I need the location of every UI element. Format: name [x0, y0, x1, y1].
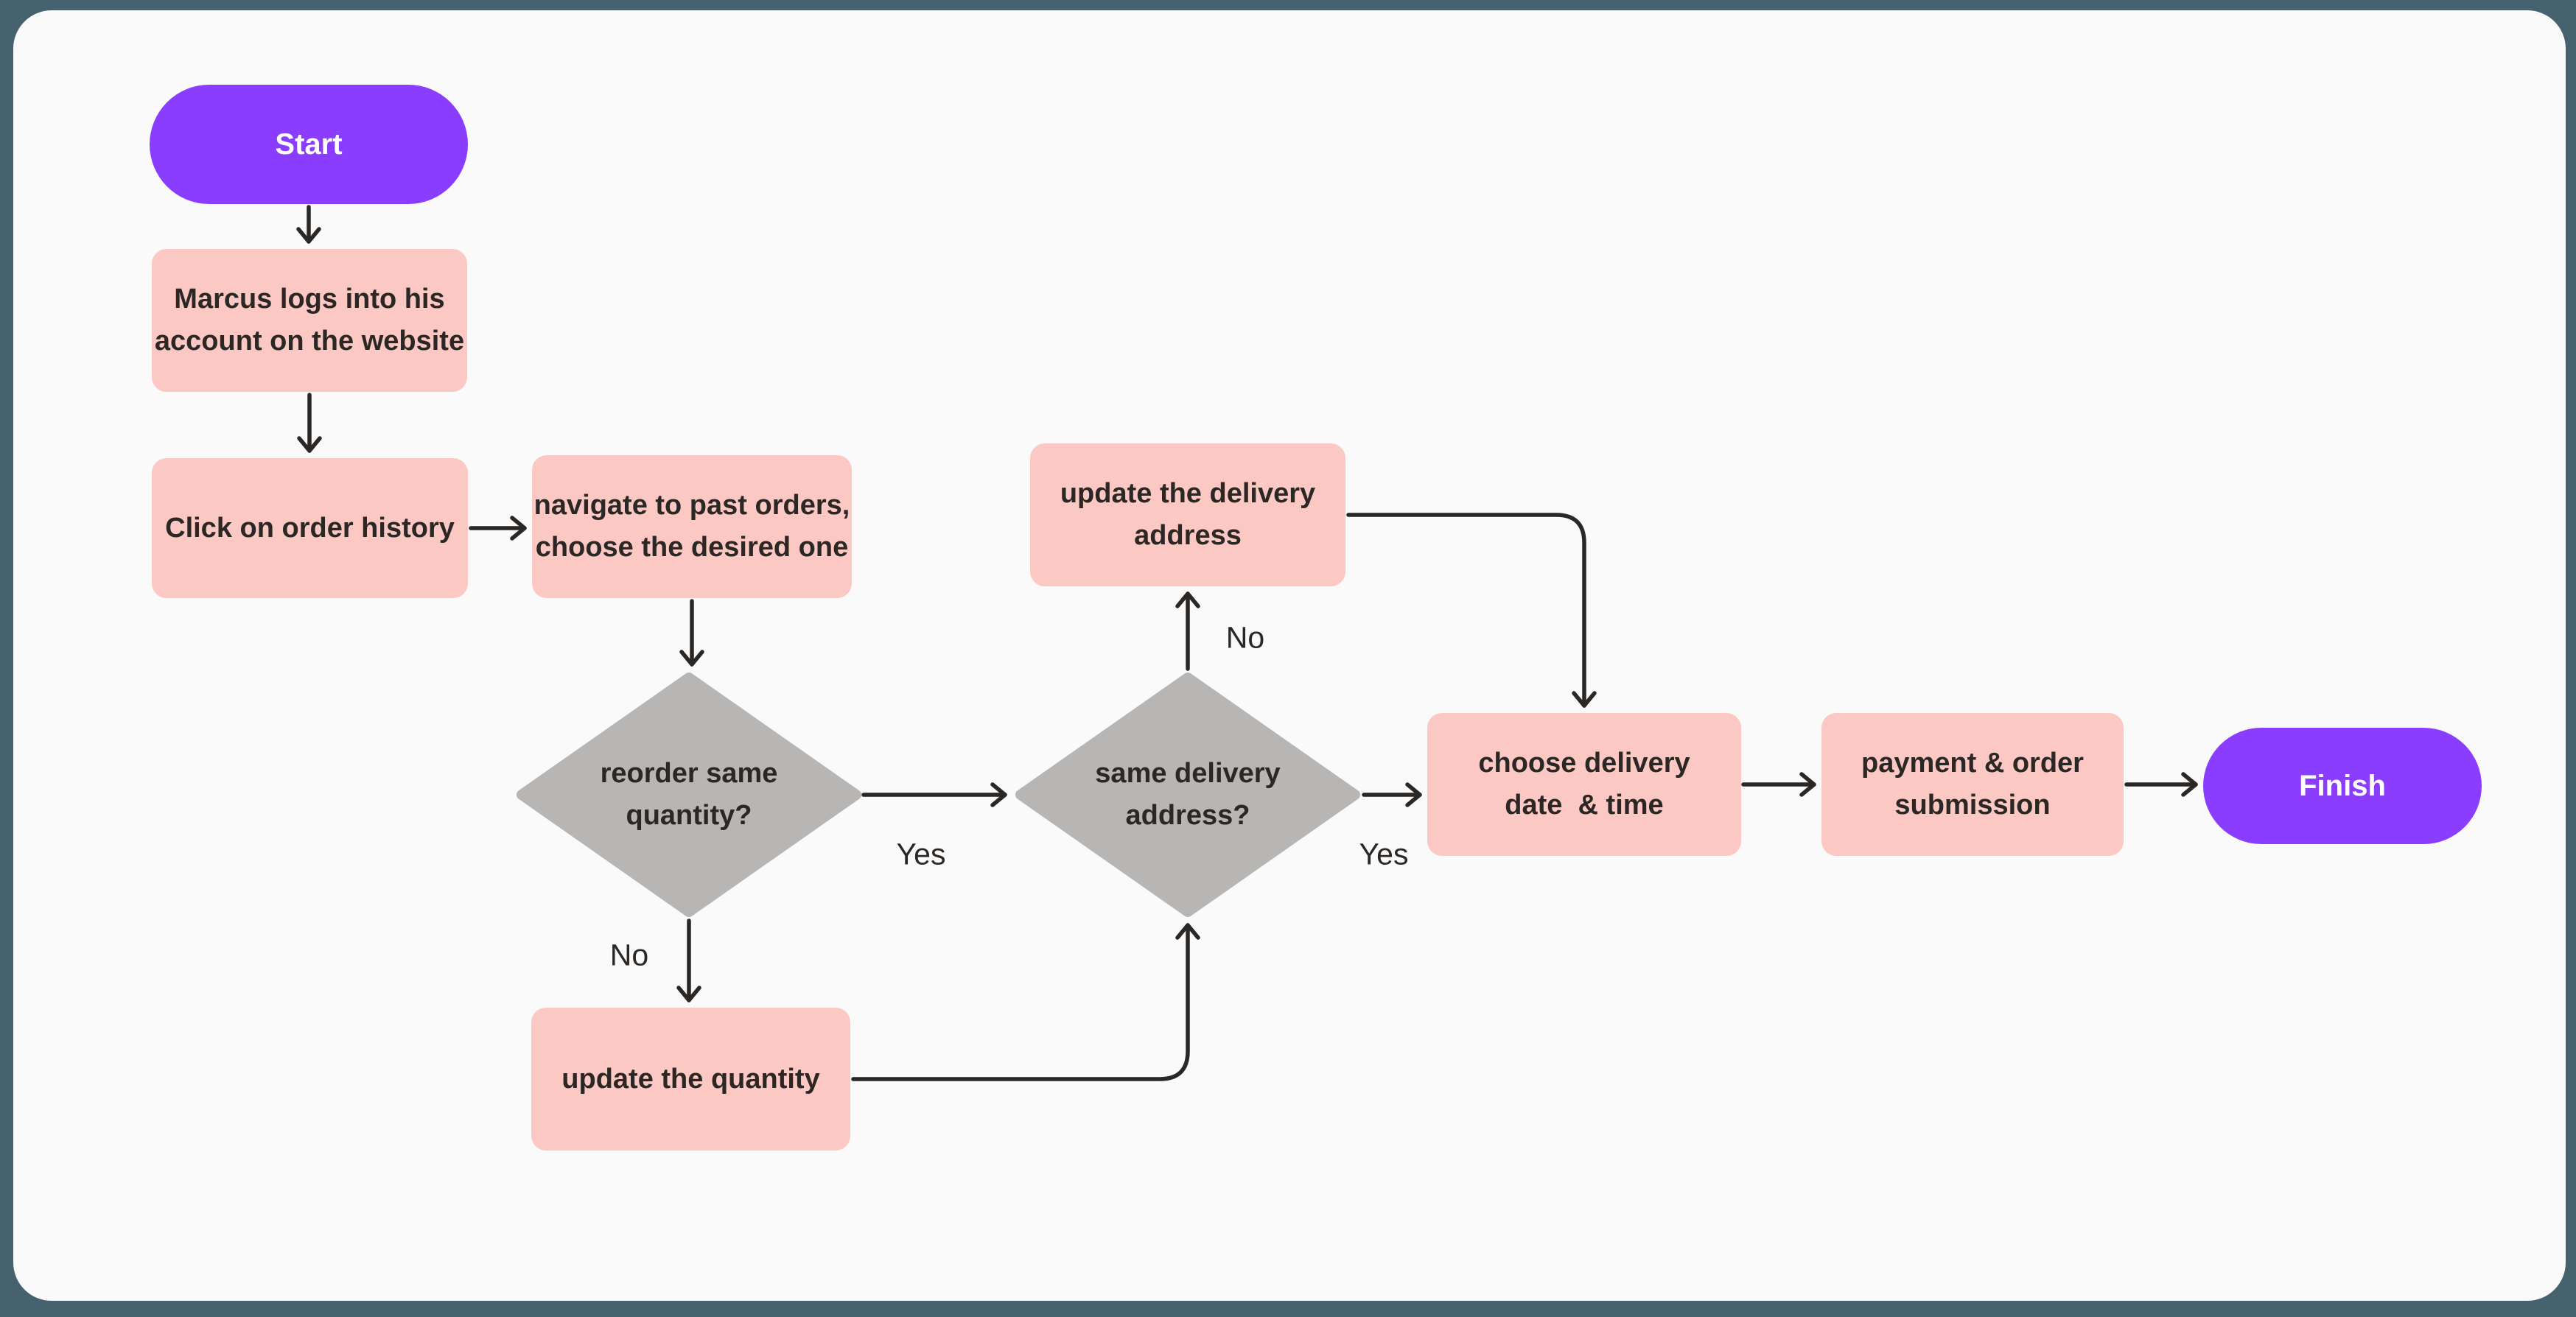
- node-payment[interactable]: payment & order submission: [1821, 713, 2124, 856]
- node-label: choose the desired one: [535, 532, 849, 563]
- node-label: Marcus logs into his: [174, 284, 445, 315]
- label-no-quantity[interactable]: No: [609, 938, 649, 972]
- label-yes-address[interactable]: Yes: [1359, 837, 1409, 871]
- label-yes-quantity[interactable]: Yes: [896, 837, 946, 871]
- node-start[interactable]: Start: [150, 85, 468, 204]
- decision-diamond-shape: [517, 672, 861, 917]
- node-label: address: [1134, 520, 1242, 551]
- node-finish[interactable]: Finish: [2203, 728, 2482, 844]
- node-label: account on the website: [154, 326, 465, 357]
- node-label: payment & order: [1861, 748, 2084, 779]
- node-label: Click on order history: [165, 512, 455, 544]
- node-same-address[interactable]: same delivery address?: [1015, 672, 1361, 918]
- node-label: navigate to past orders,: [533, 490, 850, 521]
- node-label: address?: [1125, 800, 1250, 831]
- node-past-orders[interactable]: navigate to past orders, choose the desir…: [532, 455, 852, 598]
- node-label: quantity?: [626, 800, 752, 831]
- node-label: same delivery: [1095, 758, 1281, 789]
- node-label: update the delivery: [1060, 478, 1316, 509]
- node-order-history[interactable]: Click on order history: [152, 458, 468, 598]
- node-label: date & time: [1505, 790, 1664, 821]
- node-label: submission: [1894, 790, 2051, 821]
- connector-layer: [296, 205, 2198, 1081]
- label-no-address[interactable]: No: [1225, 620, 1265, 655]
- decision-diamond-shape: [1015, 672, 1360, 917]
- node-label: reorder same: [600, 758, 778, 789]
- node-login[interactable]: Marcus logs into his account on the websi…: [152, 249, 467, 392]
- edge-update-quantity-same-address[interactable]: [851, 923, 1200, 1081]
- node-label: Start: [275, 127, 343, 161]
- edge-update-address-delivery-date[interactable]: [1346, 513, 1597, 708]
- node-delivery-date[interactable]: choose delivery date & time: [1427, 713, 1741, 856]
- node-update-quantity[interactable]: update the quantity: [531, 1008, 850, 1151]
- node-same-quantity[interactable]: reorder same quantity?: [516, 672, 862, 918]
- node-update-address[interactable]: update the delivery address: [1030, 443, 1345, 586]
- node-label: Finish: [2299, 769, 2386, 802]
- node-label: choose delivery: [1478, 748, 1690, 779]
- node-label: update the quantity: [561, 1063, 820, 1095]
